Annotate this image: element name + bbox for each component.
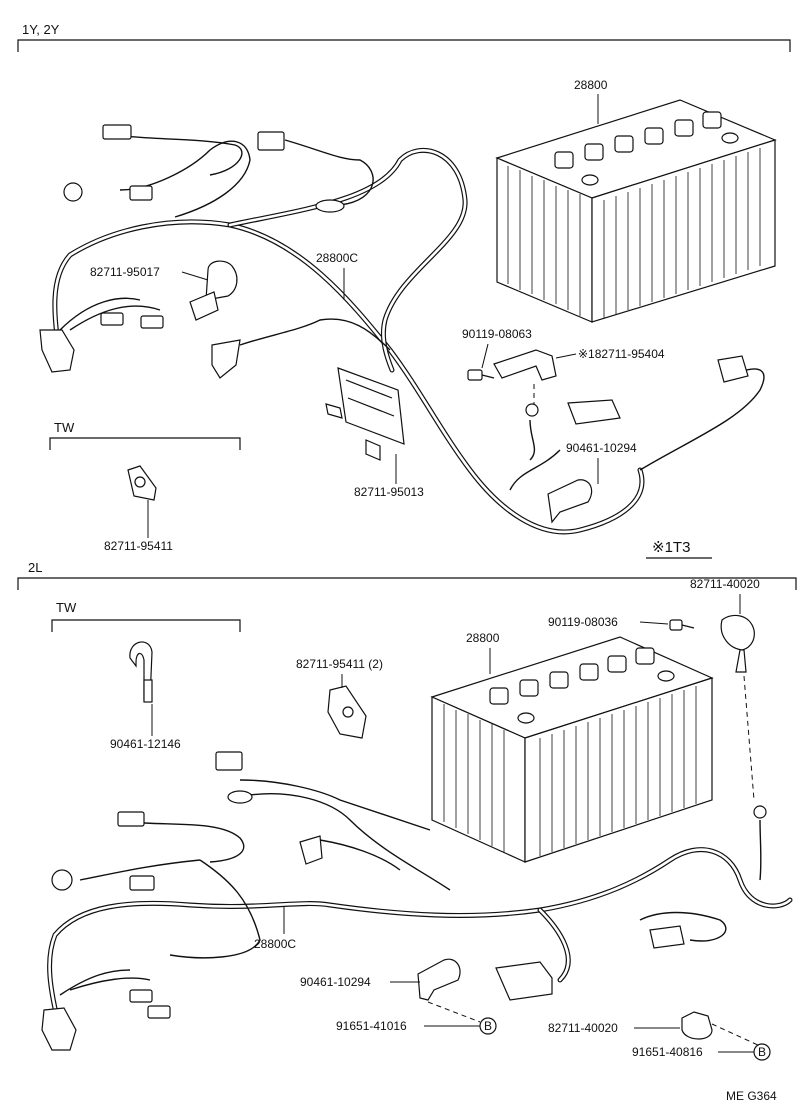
- label-harness-bottom: 28800C: [254, 937, 296, 951]
- label-82711-95411-pair: 82711-95411 (2): [296, 657, 383, 671]
- label-82711-40020-upper: 82711-40020: [690, 577, 760, 591]
- label-91651-41016: 91651-41016: [336, 1019, 407, 1033]
- battery-bottom: [430, 636, 714, 863]
- section-bracket-bottom: [17, 577, 797, 590]
- dash-40020-lower: [711, 1023, 761, 1047]
- label-82711-95411-tw: 82711-95411: [104, 539, 173, 553]
- bolt-90119-08063: [467, 369, 495, 381]
- clamp-82711-95411-tw: [127, 465, 157, 501]
- leader-82711-95017: [181, 271, 209, 281]
- leader-90119-08036: [639, 621, 669, 625]
- figure-id: ME G364: [726, 1089, 777, 1103]
- harness-top: [52, 134, 765, 535]
- label-harness-top: 28800C: [316, 251, 358, 265]
- ref-circle-b-1: [479, 1017, 497, 1035]
- clamp-90461-10294-bottom: [417, 958, 461, 1001]
- tw-bracket-top: [49, 437, 241, 450]
- harness-bottom: [47, 779, 793, 1033]
- clamp-82711-95404: [493, 349, 557, 381]
- note-mark-t3: ※1T3: [652, 539, 690, 556]
- label-90461-12146: 90461-12146: [110, 737, 181, 751]
- label-battery-bottom: 28800: [466, 631, 500, 645]
- clamp-82711-95017: [189, 260, 238, 321]
- clamp-82711-40020-upper: [720, 614, 755, 673]
- label-90119-08063: 90119-08063: [462, 327, 532, 341]
- connectors-bottom: [41, 751, 767, 1051]
- tw-label-bottom: TW: [56, 600, 77, 615]
- clamp-82711-40020-lower: [681, 1011, 713, 1040]
- label-battery-top: 28800: [574, 78, 608, 92]
- bolt-90119-08036: [669, 619, 695, 631]
- label-82711-95013: 82711-95013: [354, 485, 424, 499]
- battery-top: [495, 99, 777, 323]
- label-90461-10294-top: 90461-10294: [566, 441, 637, 455]
- tw-label-top: TW: [54, 420, 75, 435]
- leader-90119-08063: [481, 343, 489, 369]
- section-label-1y-2y: 1Y, 2Y: [22, 22, 60, 37]
- ref-b-2: B: [758, 1045, 766, 1059]
- dash-10294: [427, 1001, 481, 1023]
- label-82711-95017: 82711-95017: [90, 265, 160, 279]
- label-82711-95404: ※182711-95404: [578, 347, 665, 361]
- bracket-82711-95013: [325, 367, 405, 461]
- section-label-2l: 2L: [28, 560, 42, 575]
- clamp-90461-12146: [129, 641, 153, 703]
- dash-40020: [743, 675, 755, 801]
- ref-circle-b-2: [753, 1043, 771, 1061]
- label-90119-08036: 90119-08036: [548, 615, 618, 629]
- ref-b-1: B: [484, 1019, 492, 1033]
- leader-82711-95404: [555, 353, 577, 359]
- clamp-90461-10294-top: [547, 479, 593, 524]
- label-91651-40816: 91651-40816: [632, 1045, 703, 1059]
- connectors-top: [39, 124, 749, 425]
- tw-bracket-bottom: [51, 619, 241, 632]
- section-bracket-top: [17, 39, 791, 52]
- label-82711-40020-lower: 82711-40020: [548, 1021, 618, 1035]
- label-90461-10294-bottom: 90461-10294: [300, 975, 371, 989]
- clamp-82711-95411-pair: [327, 685, 367, 739]
